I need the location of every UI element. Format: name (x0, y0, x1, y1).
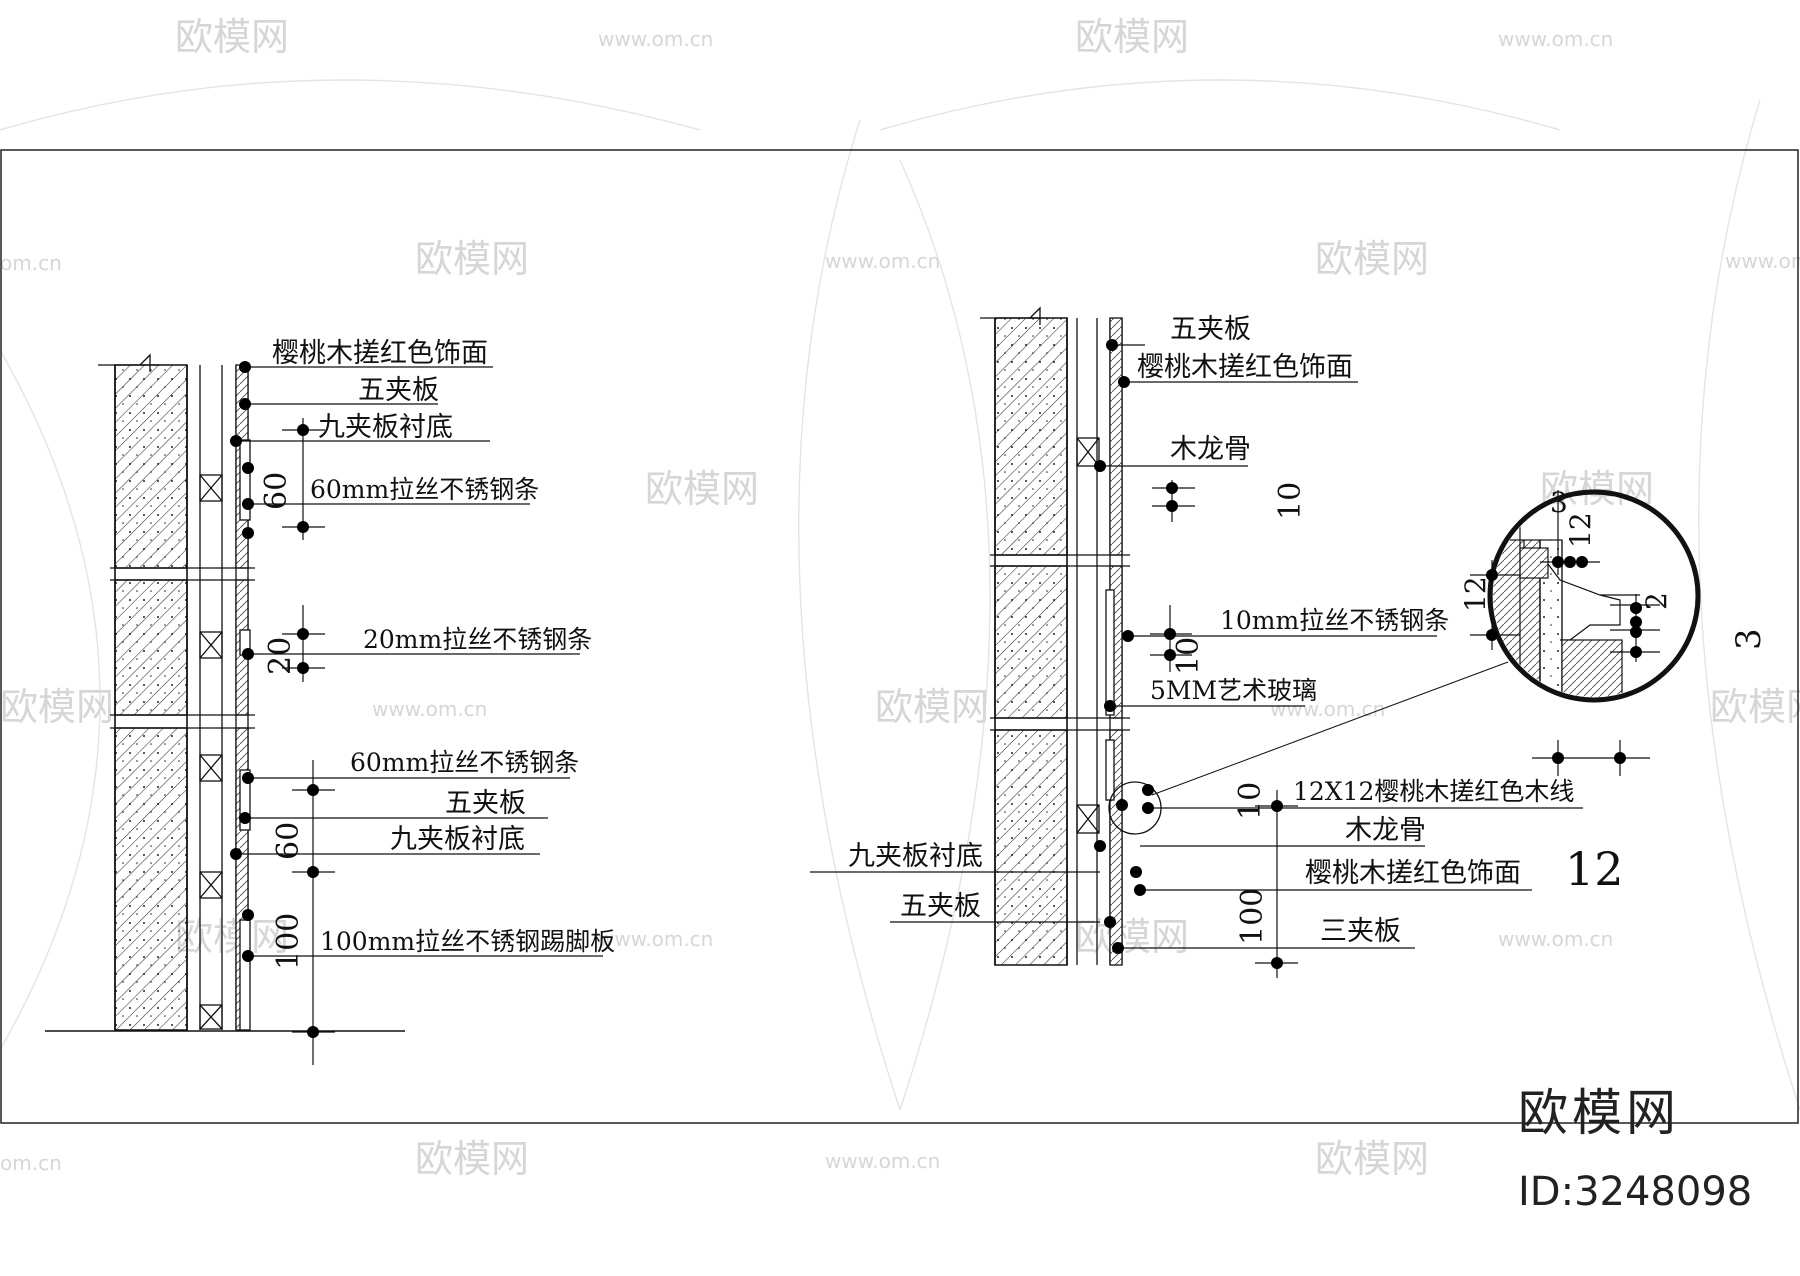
brand-id-text: ID:3248098 (1518, 1169, 1753, 1215)
watermark-brand: 欧模网 (1315, 1137, 1429, 1181)
label-r-five-ply-b: 五夹板 (900, 891, 981, 922)
dim-60-bottom: 60 (271, 822, 306, 860)
label-skirting-100: 100mm拉丝不锈钢踢脚板 (320, 927, 615, 956)
left-dimensions: 60 20 60 100 (259, 472, 306, 970)
zoom-markers (1486, 556, 1642, 764)
brand-logo-text: 欧模网 (1518, 1084, 1680, 1142)
watermark-url: www.om.cn (598, 27, 713, 51)
right-dimensions: 10 10 10 100 12 (1171, 482, 1624, 945)
left-concrete-wall (114, 364, 188, 1031)
watermark-brand: 欧模网 (1540, 467, 1654, 511)
label-r-wood-keel: 木龙骨 (1170, 434, 1251, 465)
watermark-url: www.om.cn (825, 1149, 940, 1173)
dim-100: 100 (271, 913, 306, 970)
label-cherry-finish: 樱桃木搓红色饰面 (272, 338, 488, 369)
label-r-moulding: 12X12樱桃木搓红色木线 (1293, 777, 1574, 806)
label-r-cherry-finish-b: 樱桃木搓红色饰面 (1305, 858, 1521, 889)
dim-r-10-top: 10 (1273, 482, 1308, 520)
watermark-url: www.om.cn (598, 927, 713, 951)
watermark-brand: 欧模网 (1315, 237, 1429, 281)
watermark-brand: 欧模网 (0, 685, 114, 729)
label-r-three-ply: 三夹板 (1320, 916, 1401, 947)
label-five-ply: 五夹板 (358, 375, 439, 406)
right-section-detail (810, 306, 1583, 978)
label-r-wood-keel-b: 木龙骨 (1345, 815, 1426, 846)
watermark-brand: 欧模网 (1075, 15, 1189, 59)
dim-r-12: 12 (1565, 842, 1624, 896)
right-labels: 五夹板 樱桃木搓红色饰面 木龙骨 10mm拉丝不锈钢条 5MM艺术玻璃 12X1… (848, 314, 1574, 947)
dim-r-10-low: 10 (1233, 782, 1268, 820)
watermark-brand: 欧模网 (645, 467, 759, 511)
drawing-frame (0, 149, 1799, 1124)
watermark-brand: 欧模网 (175, 15, 289, 59)
left-wood-keel-blocks (199, 474, 223, 1030)
right-wood-keel-blocks (1076, 437, 1100, 834)
dim-z-3b: 3 (1729, 628, 1769, 650)
label-r-strip-10: 10mm拉丝不锈钢条 (1220, 606, 1449, 635)
label-r-five-ply: 五夹板 (1170, 314, 1251, 345)
label-strip-60: 60mm拉丝不锈钢条 (310, 475, 539, 504)
left-leader-lines (236, 366, 603, 957)
watermark-url: www.om.cn (1270, 697, 1385, 721)
label-strip-60-b: 60mm拉丝不锈钢条 (350, 748, 579, 777)
right-concrete-wall (994, 317, 1068, 966)
left-markers (230, 361, 319, 1038)
label-r-art-glass: 5MM艺术玻璃 (1150, 676, 1317, 705)
right-leader-lines (810, 344, 1583, 949)
right-dimension-lines (1150, 480, 1298, 978)
watermark-brand: 欧模网 (875, 685, 989, 729)
zoom-dimensions: 3 12 2 3 12 (1459, 486, 1769, 650)
dim-r-10-mid: 10 (1171, 637, 1206, 675)
watermark-brand: 欧模网 (415, 1137, 529, 1181)
watermark-brand: 欧模网 (415, 237, 529, 281)
watermark-url: www.om.cn (825, 249, 940, 273)
dim-z-12: 12 (1564, 512, 1597, 548)
dim-60-top: 60 (259, 472, 294, 510)
dim-z-2: 2 (1640, 592, 1673, 610)
dim-r-100: 100 (1235, 888, 1270, 945)
dim-z-12b: 12 (1459, 576, 1492, 612)
left-labels: 樱桃木搓红色饰面 五夹板 九夹板衬底 60mm拉丝不锈钢条 20mm拉丝不锈钢条… (272, 338, 615, 956)
right-markers (1094, 339, 1283, 969)
watermark-url: om.cn (0, 251, 62, 275)
watermark-brand: 欧模网 (1710, 685, 1800, 729)
watermark-url: www.om.cn (1498, 927, 1613, 951)
label-r-nine-ply-base: 九夹板衬底 (848, 841, 983, 872)
label-nine-ply-base-b: 九夹板衬底 (390, 824, 525, 855)
dim-20: 20 (263, 637, 298, 675)
watermark-url: www.om.cn (1498, 27, 1613, 51)
watermark-brand: 欧模网 (175, 915, 289, 959)
watermark-url: om.cn (0, 1151, 62, 1175)
watermark-url: www.om.cn (372, 697, 487, 721)
label-nine-ply-base: 九夹板衬底 (318, 412, 453, 443)
label-r-cherry-finish: 樱桃木搓红色饰面 (1137, 352, 1353, 383)
dim-z-3: 3 (1550, 486, 1568, 519)
label-strip-20: 20mm拉丝不锈钢条 (363, 625, 592, 654)
left-section-detail (45, 353, 603, 1065)
label-five-ply-b: 五夹板 (445, 788, 526, 819)
watermark-url: www.om.cn (1725, 249, 1800, 273)
